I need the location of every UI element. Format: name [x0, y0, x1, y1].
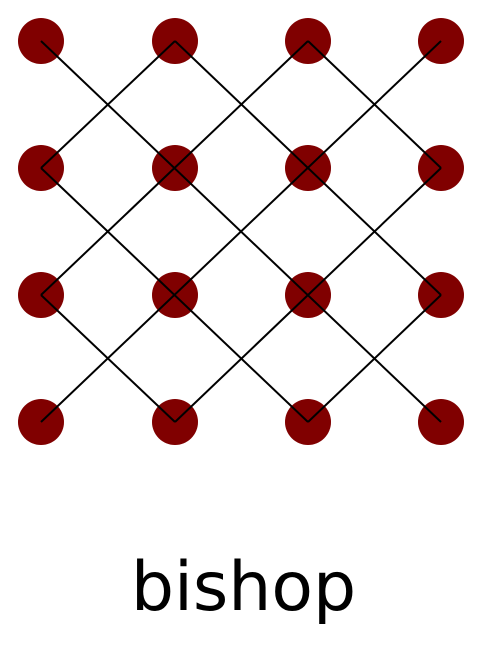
graph-edge-7	[40, 40, 442, 423]
graph-edge-8	[174, 167, 442, 423]
graph-edge-9	[307, 294, 442, 423]
bishop-graph-diagram	[18, 18, 464, 445]
graph-caption: bishop	[130, 548, 357, 627]
graph-edge-5	[40, 40, 176, 169]
edge-layer	[40, 40, 442, 423]
graph-edge-6	[40, 40, 309, 296]
